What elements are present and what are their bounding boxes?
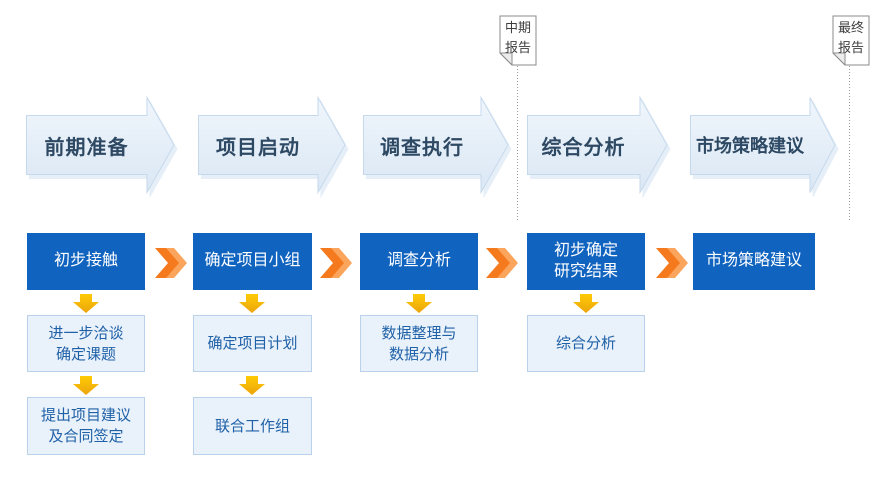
chevron-right-icon [320, 248, 352, 278]
step-survey-analysis: 调查分析 [360, 233, 478, 290]
substep-joint-workgroup: 联合工作组 [193, 397, 312, 455]
step-preliminary-results: 初步确定 研究结果 [527, 233, 645, 290]
chevron-right-icon [155, 248, 187, 278]
milestone-connector-line [517, 66, 518, 222]
chevron-right-icon [656, 248, 688, 278]
step-project-team: 确定项目小组 [193, 233, 312, 290]
phase-label: 综合分析 [541, 136, 626, 159]
substep-comprehensive-analysis: 综合分析 [527, 315, 645, 372]
block-arrow-right-icon [363, 95, 509, 195]
phase-comprehensive-analysis: 综合分析 [527, 95, 669, 195]
arrow-down-icon [73, 294, 99, 313]
document-icon [499, 15, 537, 66]
substep-proposal-contract: 提出项目建议 及合同签定 [27, 397, 145, 455]
arrow-down-icon [239, 376, 265, 395]
arrow-down-icon [73, 376, 99, 395]
step-initial-contact: 初步接触 [27, 233, 145, 290]
step-strategy-recommendation: 市场策略建议 [693, 233, 815, 290]
block-arrow-right-icon [690, 97, 836, 193]
block-arrow-right-icon [527, 95, 668, 195]
block-arrow-right-icon [198, 95, 346, 195]
phase-label: 调查执行 [380, 136, 464, 159]
milestone-label: 中期 报告 [504, 20, 531, 56]
arrow-down-icon [406, 294, 432, 313]
substep-project-plan: 确定项目计划 [193, 315, 312, 372]
phase-label: 项目启动 [216, 136, 300, 159]
milestone-midterm-report: 中期 报告 [499, 15, 537, 66]
phase-survey-execution: 调查执行 [363, 95, 510, 195]
chevron-right-icon [486, 248, 518, 278]
document-icon [832, 15, 870, 66]
milestone-label: 最终 报告 [837, 20, 864, 56]
milestone-connector-line [849, 66, 850, 222]
substep-further-negotiation: 进一步洽谈 确定课题 [27, 315, 145, 372]
phase-preparation: 前期准备 [26, 95, 176, 195]
milestone-final-report: 最终 报告 [832, 15, 870, 66]
phase-strategy-recommendation: 市场策略建议 [690, 95, 837, 195]
arrow-down-icon [573, 294, 599, 313]
phase-label: 市场策略建议 [696, 136, 804, 156]
arrow-down-icon [239, 294, 265, 313]
phase-label: 前期准备 [44, 136, 129, 159]
block-arrow-right-icon [26, 95, 175, 195]
substep-data-processing: 数据整理与 数据分析 [360, 315, 478, 372]
phase-kickoff: 项目启动 [198, 95, 347, 195]
